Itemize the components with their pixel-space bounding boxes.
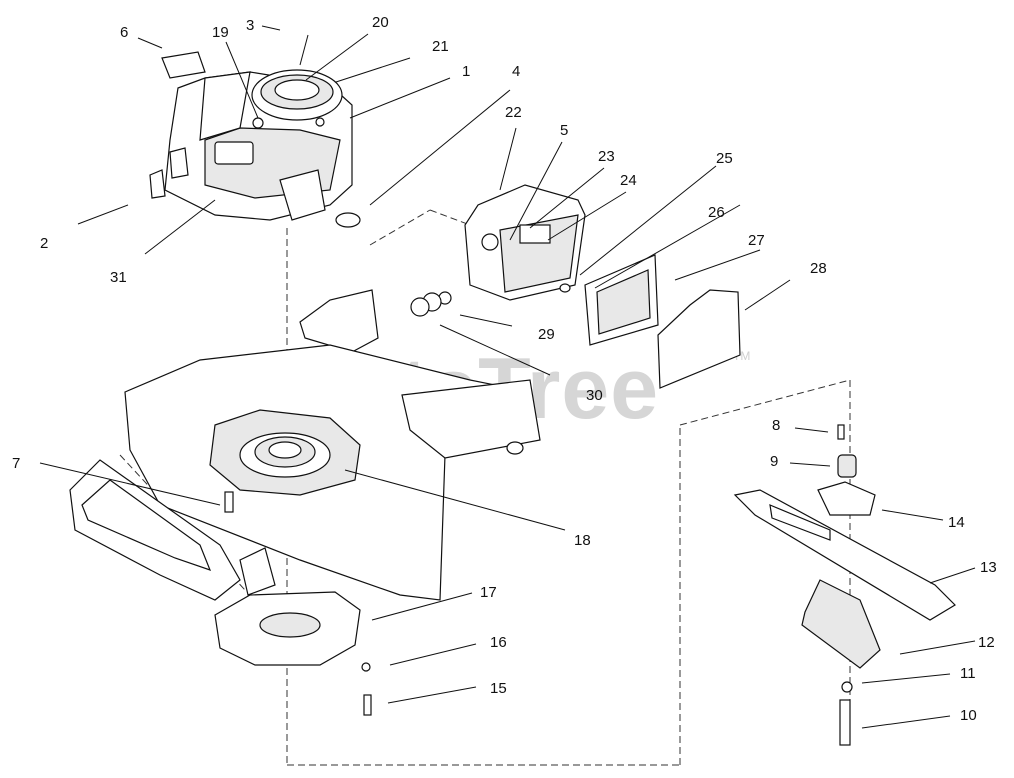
callout-27: 27 xyxy=(748,232,765,249)
callout-17: 17 xyxy=(480,584,497,601)
callout-14: 14 xyxy=(948,514,965,531)
callout-25: 25 xyxy=(716,150,733,167)
callout-4: 4 xyxy=(512,63,520,80)
callout-21: 21 xyxy=(432,38,449,55)
callout-29: 29 xyxy=(538,326,555,343)
callout-labels: 1 2 3 4 5 6 7 8 9 10 11 12 13 14 15 16 1… xyxy=(12,14,997,724)
callout-10: 10 xyxy=(960,707,977,724)
callout-22: 22 xyxy=(505,104,522,121)
leader-lines xyxy=(39,25,976,729)
deck-assembly xyxy=(69,289,541,716)
callout-31: 31 xyxy=(110,269,127,286)
callout-16: 16 xyxy=(490,634,507,651)
callout-5: 5 xyxy=(560,122,568,139)
callout-20: 20 xyxy=(372,14,389,31)
callout-18: 18 xyxy=(574,532,591,549)
engine-assembly xyxy=(149,34,361,228)
callout-12: 12 xyxy=(978,634,995,651)
callout-2: 2 xyxy=(40,235,48,252)
callout-26: 26 xyxy=(708,204,725,221)
callout-1: 1 xyxy=(462,63,470,80)
callout-7: 7 xyxy=(12,455,20,472)
callout-30: 30 xyxy=(586,387,603,404)
callout-13: 13 xyxy=(980,559,997,576)
callout-11: 11 xyxy=(960,665,976,682)
blade-assembly xyxy=(733,424,956,746)
callout-9: 9 xyxy=(770,453,778,470)
callout-24: 24 xyxy=(620,172,637,189)
callout-23: 23 xyxy=(598,148,615,165)
callout-8: 8 xyxy=(772,417,780,434)
air-cleaner-assembly xyxy=(410,184,741,389)
callout-6: 6 xyxy=(120,24,128,41)
callout-3: 3 xyxy=(246,17,254,34)
callout-28: 28 xyxy=(810,260,827,277)
callout-15: 15 xyxy=(490,680,507,697)
callout-19: 19 xyxy=(212,24,229,41)
